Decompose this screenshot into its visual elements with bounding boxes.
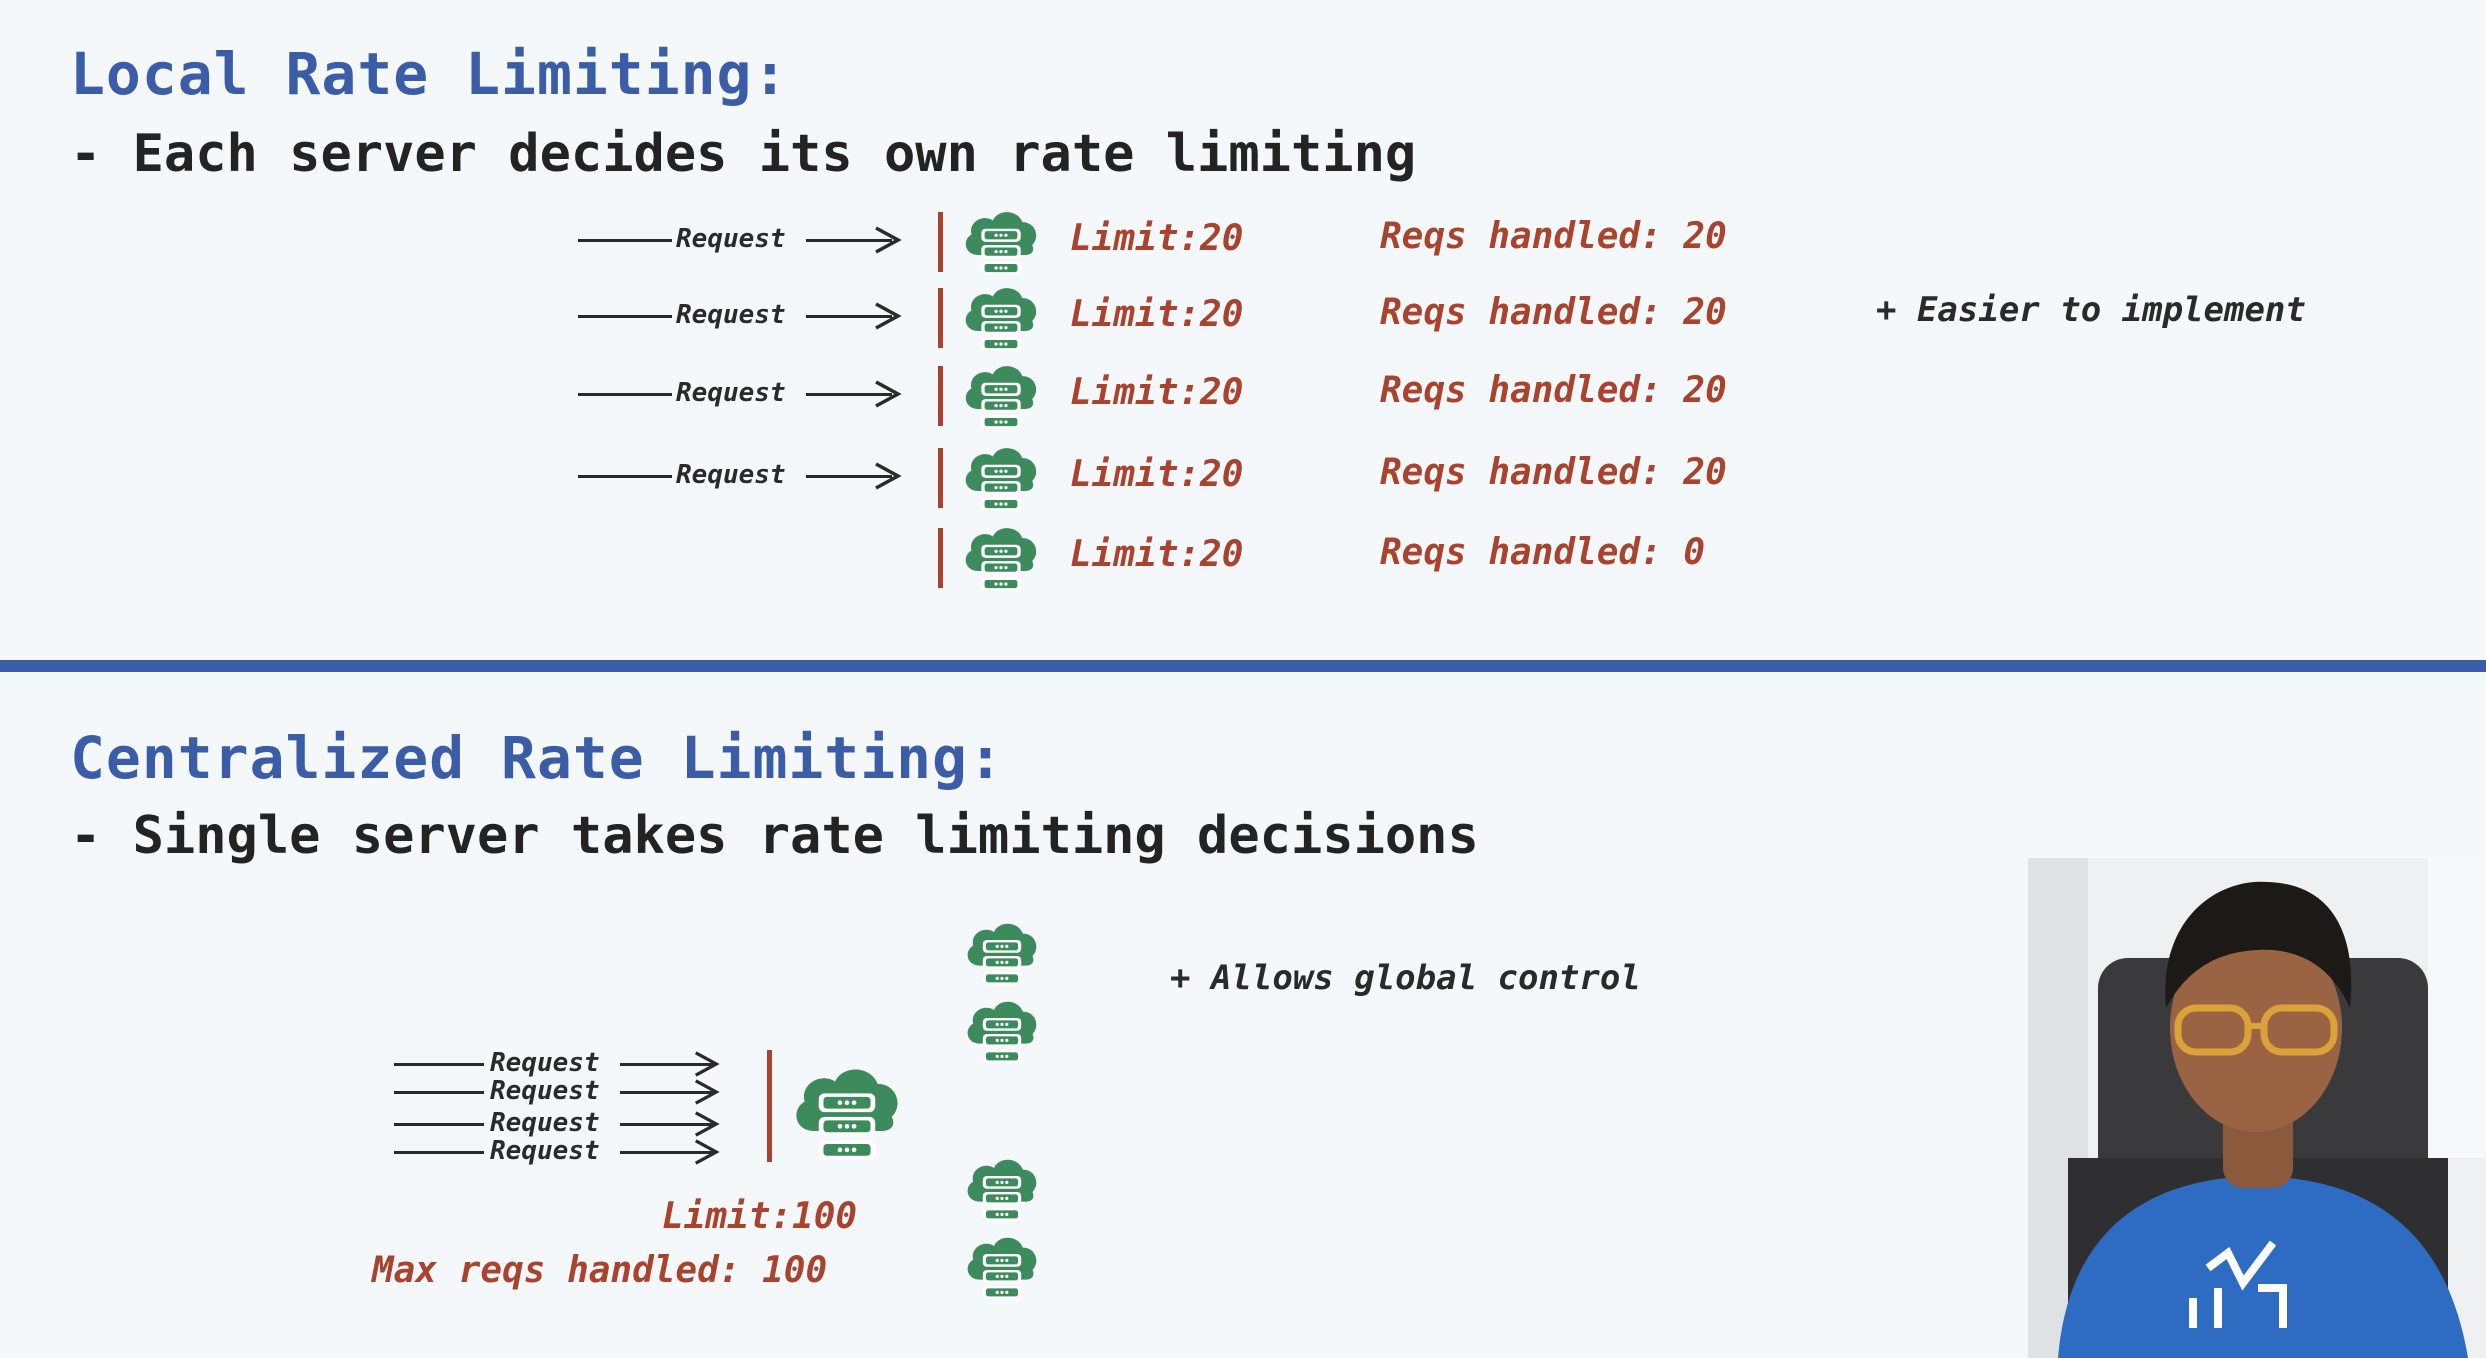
central-request-label: Request bbox=[490, 1136, 600, 1166]
central-request-line-left bbox=[394, 1151, 484, 1154]
request-line-left bbox=[578, 239, 672, 242]
arrow-head-icon bbox=[872, 301, 902, 331]
arrow-head-icon bbox=[872, 225, 902, 255]
central-request-line-left bbox=[394, 1123, 484, 1126]
limit-label: Limit:20 bbox=[1070, 534, 1244, 575]
limiter-bar bbox=[938, 366, 943, 426]
request-label: Request bbox=[676, 300, 786, 330]
request-label: Request bbox=[676, 224, 786, 254]
server-icon bbox=[960, 204, 1042, 278]
central-limiter-bar bbox=[767, 1050, 772, 1162]
requests-handled-label: Reqs handled: 20 bbox=[1380, 452, 1727, 493]
central-request-line-left bbox=[394, 1063, 484, 1066]
backend-server-icon-2 bbox=[962, 994, 1042, 1066]
limiter-bar bbox=[938, 528, 943, 588]
arrow-head-icon bbox=[692, 1110, 720, 1138]
request-label: Request bbox=[676, 460, 786, 490]
limit-label: Limit:20 bbox=[1070, 454, 1244, 495]
request-line-right bbox=[806, 315, 892, 318]
requests-handled-label: Reqs handled: 20 bbox=[1380, 216, 1727, 257]
central-request-line-left bbox=[394, 1091, 484, 1094]
local-pro-note: + Easier to implement bbox=[1876, 290, 2306, 330]
central-request-line-right bbox=[620, 1123, 714, 1126]
arrow-head-icon bbox=[872, 379, 902, 409]
central-max-handled-label: Max reqs handled: 100 bbox=[372, 1250, 828, 1291]
limit-label: Limit:20 bbox=[1070, 294, 1244, 335]
server-icon bbox=[960, 358, 1042, 432]
arrow-head-icon bbox=[692, 1078, 720, 1106]
central-request-line-right bbox=[620, 1151, 714, 1154]
central-request-label: Request bbox=[490, 1108, 600, 1138]
limiter-bar bbox=[938, 448, 943, 508]
local-section-title: Local Rate Limiting: bbox=[70, 40, 789, 108]
server-icon bbox=[960, 440, 1042, 514]
section-divider bbox=[0, 660, 2486, 672]
backend-server-icon-3 bbox=[962, 1152, 1042, 1224]
arrow-head-icon bbox=[872, 461, 902, 491]
presenter-webcam bbox=[2028, 858, 2486, 1358]
limiter-bar bbox=[938, 212, 943, 272]
limit-label: Limit:20 bbox=[1070, 218, 1244, 259]
central-pro-note: + Allows global control bbox=[1170, 958, 1641, 998]
requests-handled-label: Reqs handled: 20 bbox=[1380, 370, 1727, 411]
request-line-left bbox=[578, 315, 672, 318]
server-icon bbox=[960, 520, 1042, 594]
central-request-line-right bbox=[620, 1091, 714, 1094]
request-line-right bbox=[806, 239, 892, 242]
requests-handled-label: Reqs handled: 0 bbox=[1380, 532, 1706, 573]
central-request-line-right bbox=[620, 1063, 714, 1066]
central-request-label: Request bbox=[490, 1076, 600, 1106]
backend-server-icon-1 bbox=[962, 916, 1042, 988]
backend-server-icon-4 bbox=[962, 1230, 1042, 1302]
central-limit-label: Limit:100 bbox=[662, 1196, 858, 1237]
requests-handled-label: Reqs handled: 20 bbox=[1380, 292, 1727, 333]
arrow-head-icon bbox=[692, 1138, 720, 1166]
server-icon bbox=[960, 280, 1042, 354]
central-server-icon bbox=[788, 1058, 906, 1164]
request-line-right bbox=[806, 393, 892, 396]
request-line-left bbox=[578, 475, 672, 478]
limit-label: Limit:20 bbox=[1070, 372, 1244, 413]
request-line-right bbox=[806, 475, 892, 478]
limiter-bar bbox=[938, 288, 943, 348]
central-section-subtitle: - Single server takes rate limiting deci… bbox=[70, 806, 1479, 866]
local-section-subtitle: - Each server decides its own rate limit… bbox=[70, 124, 1417, 184]
request-line-left bbox=[578, 393, 672, 396]
request-label: Request bbox=[676, 378, 786, 408]
arrow-head-icon bbox=[692, 1050, 720, 1078]
central-section-title: Centralized Rate Limiting: bbox=[70, 724, 1004, 792]
central-request-label: Request bbox=[490, 1048, 600, 1078]
